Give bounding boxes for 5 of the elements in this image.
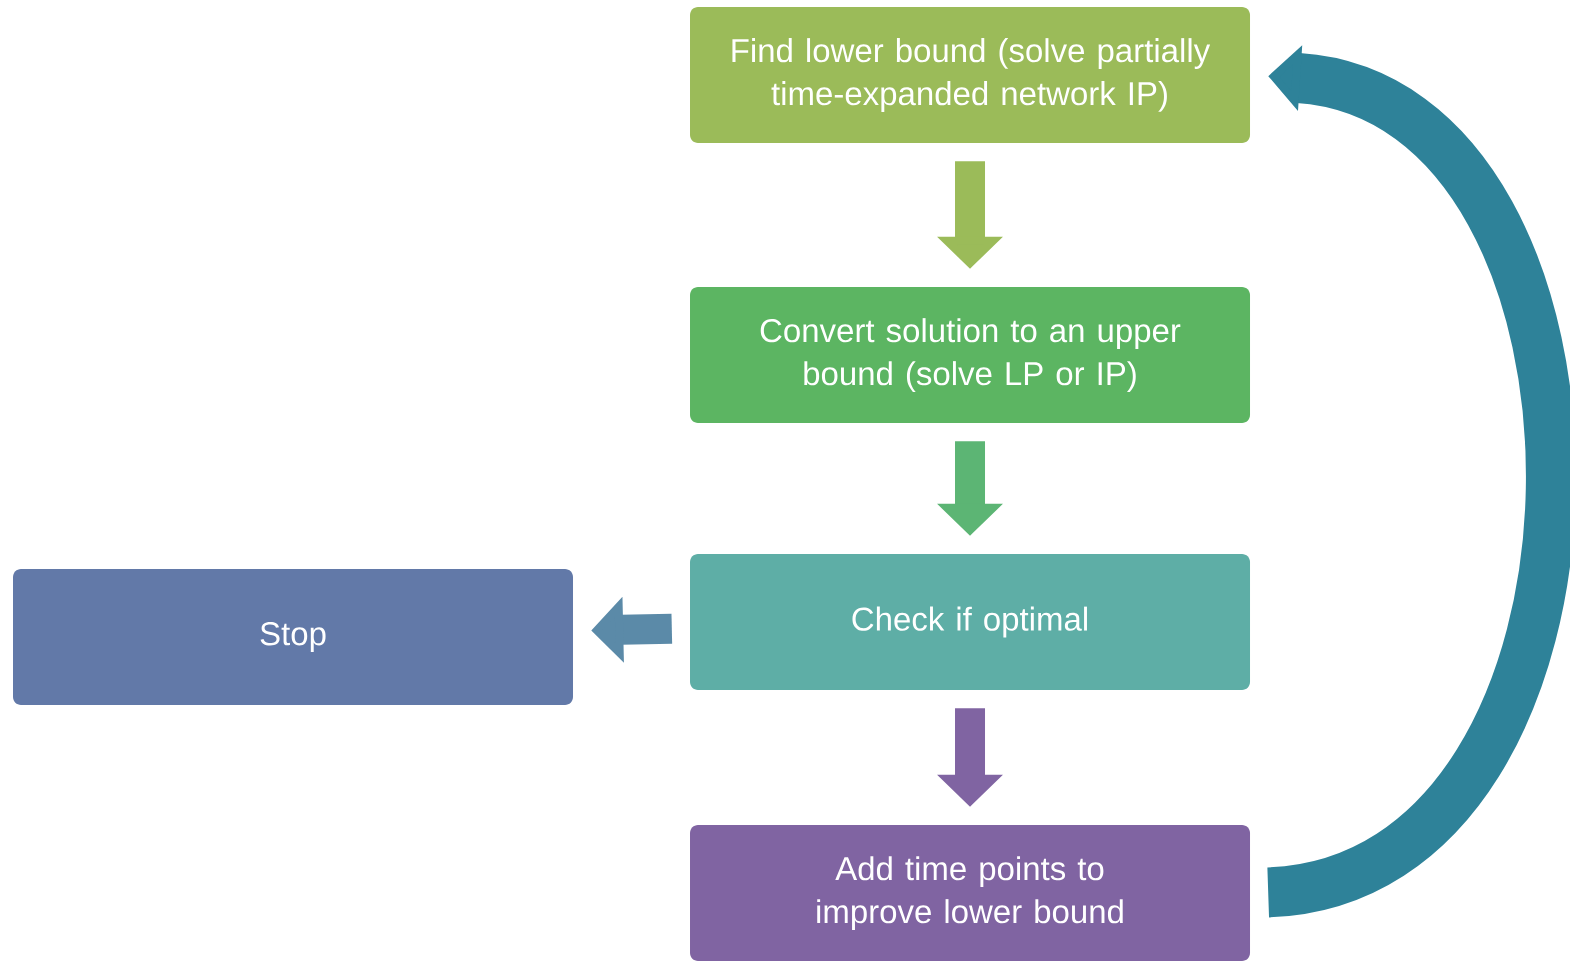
process-box: Check if optimal xyxy=(690,554,1250,690)
process-box: Find lower bound (solve partially time-expanded network IP) xyxy=(690,7,1250,143)
process-box: Add time points to improve lower bound xyxy=(690,825,1250,961)
process-box: Stop xyxy=(13,569,573,705)
process-box: Convert solution to an upper bound (solve LP or IP) xyxy=(690,287,1250,423)
